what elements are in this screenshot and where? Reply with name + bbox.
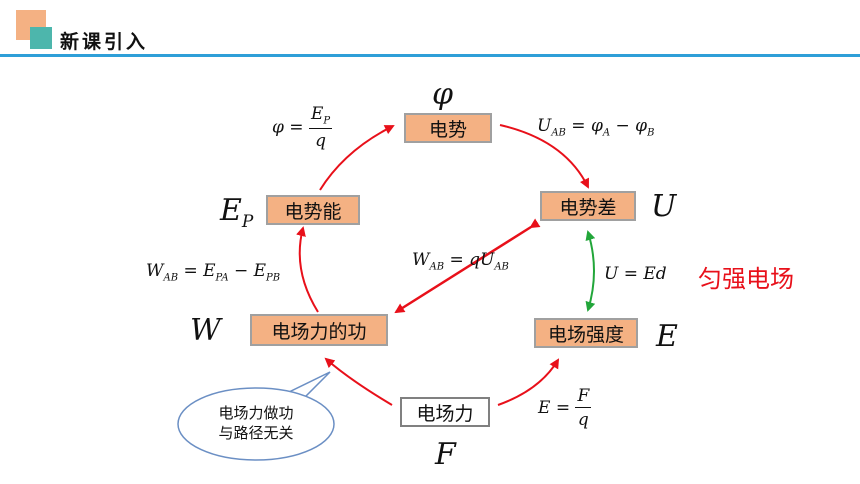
node-potential-energy: 电势能 — [266, 195, 360, 225]
header-divider — [0, 54, 860, 57]
symbol-f: F — [435, 437, 456, 472]
arrow-potential-to-difference — [499, 124, 589, 189]
formula-wab-qu: WAB = qUAB — [412, 250, 509, 273]
arrow-force-to-field — [497, 358, 560, 406]
page-title: 新课引入 — [60, 31, 149, 53]
callout-line-2: 与路径无关 — [218, 424, 294, 442]
label-uniform-field: 匀强电场 — [698, 265, 794, 293]
node-force: 电场力 — [400, 397, 490, 427]
arrow-field-difference-bidirectional — [585, 230, 596, 312]
header-decor-square-teal — [30, 27, 52, 49]
arrow-force-to-work — [324, 357, 393, 406]
symbol-u: U — [651, 189, 677, 224]
arrow-work-difference-bidirectional — [394, 218, 541, 314]
symbol-ep: EP — [220, 193, 254, 232]
formula-wab-potential-energy: WAB = EPA − EPB — [146, 261, 281, 284]
callout-line-1: 电场力做功 — [218, 404, 294, 422]
symbol-w: W — [190, 313, 221, 348]
node-potential-difference: 电势差 — [540, 191, 636, 221]
symbol-e: E — [656, 319, 678, 354]
formula-u-ed: U = Ed — [604, 264, 667, 284]
symbol-phi: φ — [432, 77, 454, 112]
arrow-work-to-energy — [296, 226, 319, 313]
node-work: 电场力的功 — [250, 314, 388, 346]
node-potential: 电势 — [404, 113, 492, 143]
callout-text: 电场力做功 与路径无关 — [208, 403, 304, 443]
arrow-energy-to-potential — [319, 125, 395, 191]
formula-uab: UAB = φA − φB — [537, 116, 655, 139]
node-field-strength: 电场强度 — [534, 318, 638, 348]
